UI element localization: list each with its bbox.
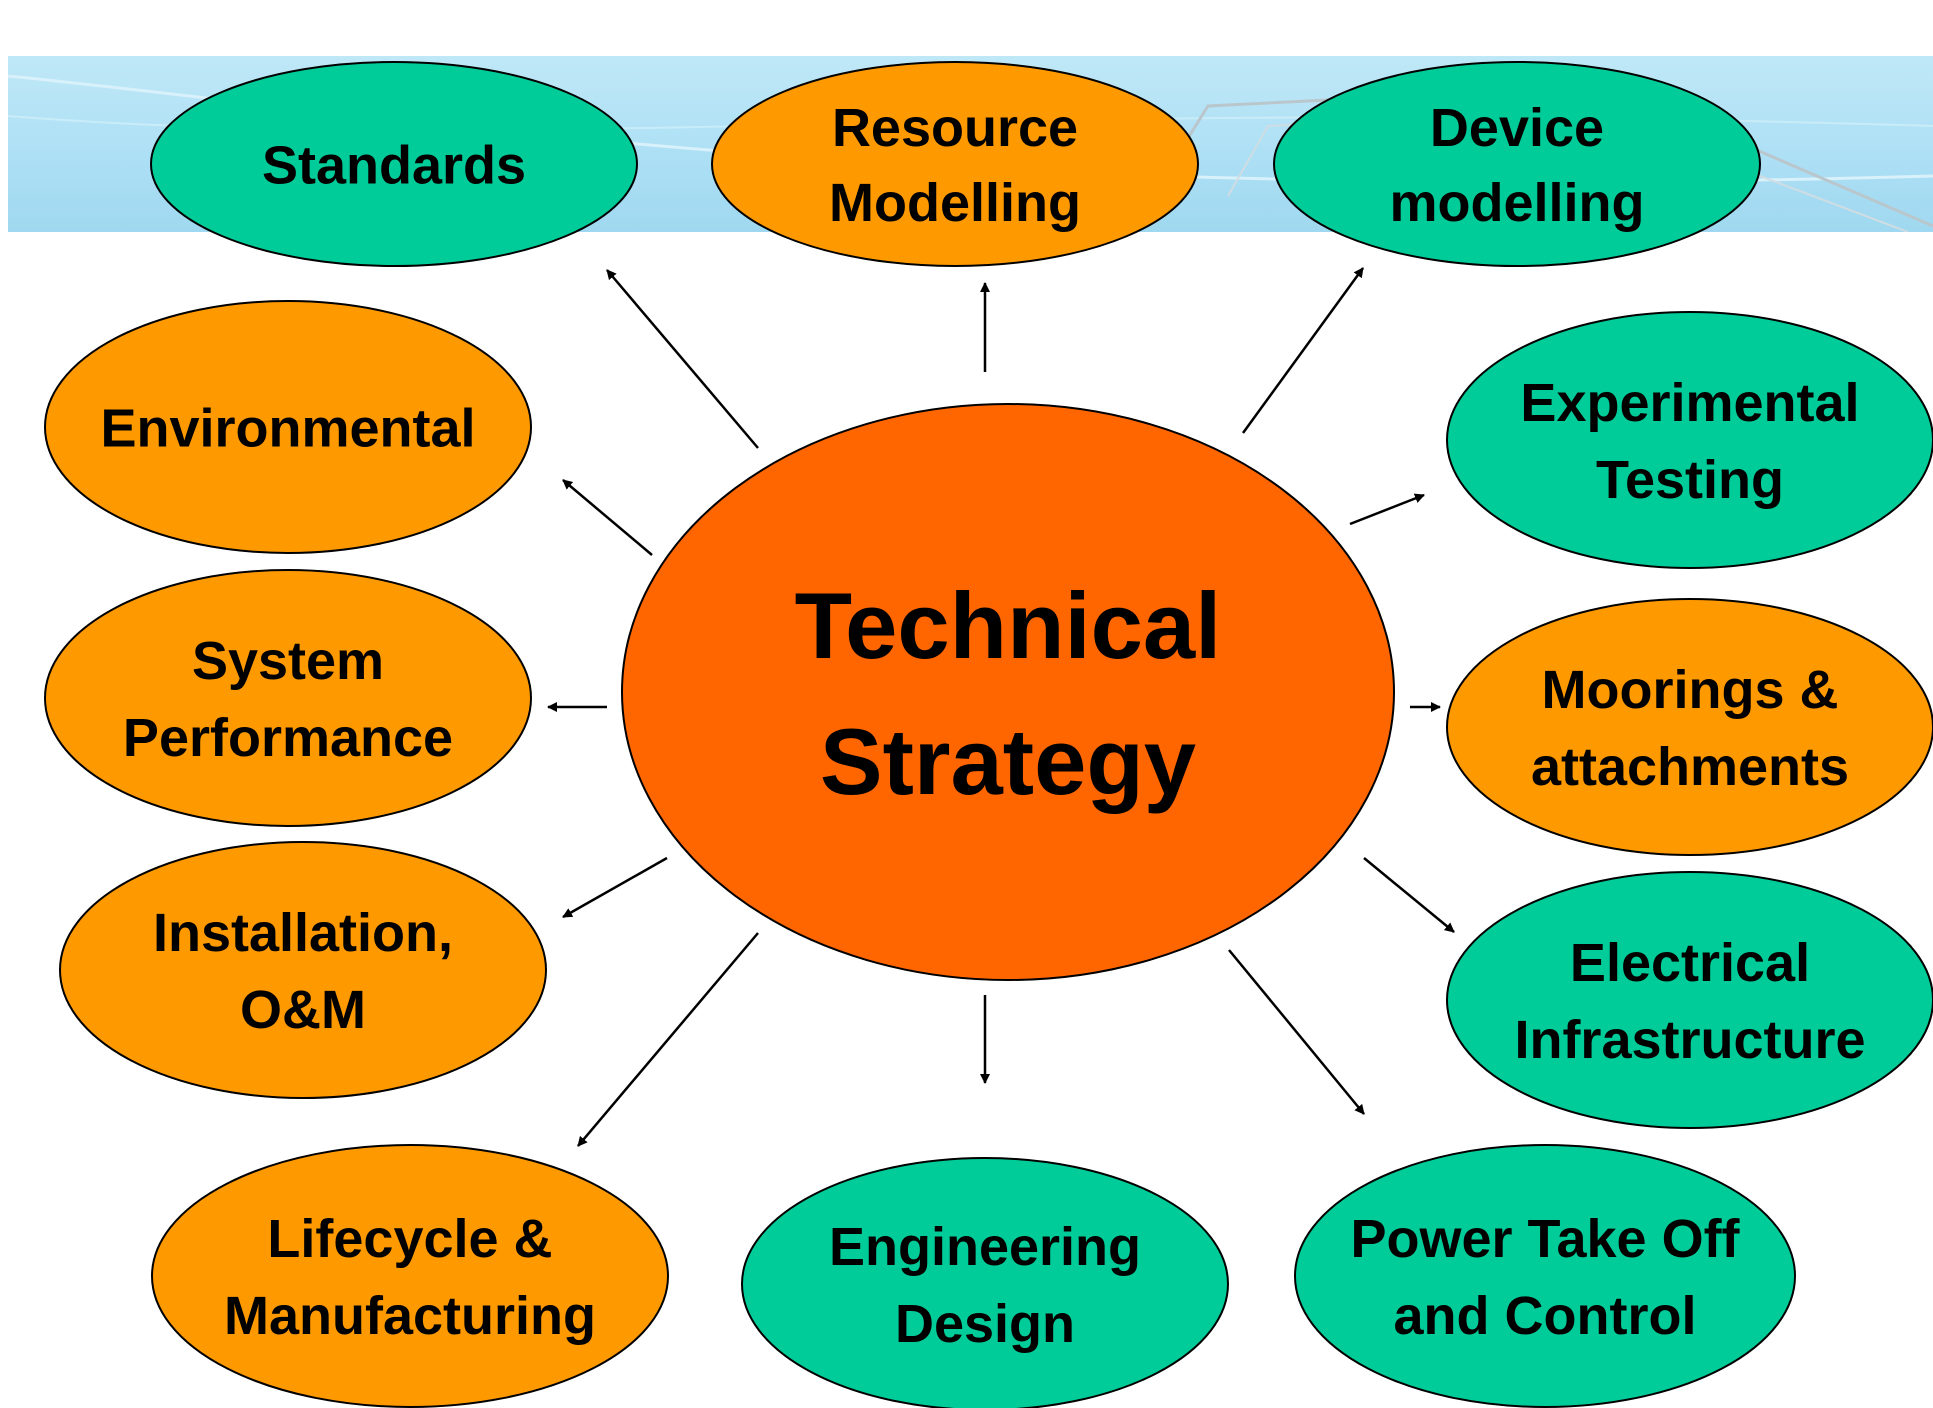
node-lifecycle-manufacturing: Lifecycle & Manufacturing <box>151 1144 669 1408</box>
arrow-to-experimental-testing <box>1349 493 1425 526</box>
arrow-to-power-take-off <box>1228 949 1365 1115</box>
center-node-group-ellipse <box>621 403 1395 981</box>
node-moorings-attachments: Moorings & attachments <box>1446 598 1933 856</box>
node-power-take-off-label-line-2: and Control <box>1394 1286 1697 1346</box>
node-experimental-testing-ellipse <box>1446 311 1933 569</box>
arrow-to-environmental <box>562 479 653 556</box>
node-environmental-ellipse <box>44 300 532 554</box>
node-system-performance-ellipse <box>44 569 532 827</box>
node-standards-ellipse <box>150 61 638 267</box>
node-installation-om-label-line-2: O&M <box>240 980 366 1040</box>
node-resource-modelling-label-line-1: Resource <box>832 98 1078 158</box>
node-resource-modelling-ellipse <box>711 61 1199 267</box>
node-engineering-design-ellipse <box>741 1157 1229 1408</box>
center-title-line-1: Technical <box>795 573 1222 678</box>
node-system-performance-label-line-1: System <box>192 631 384 691</box>
node-environmental-label-line-1: Environmental <box>100 398 475 458</box>
node-lifecycle-manufacturing-label-line-2: Manufacturing <box>224 1286 596 1346</box>
node-electrical-infrastructure-ellipse <box>1446 871 1933 1129</box>
node-standards-label-line-1: Standards <box>262 135 526 195</box>
node-moorings-attachments-label-line-2: attachments <box>1531 737 1849 797</box>
node-experimental-testing-label-line-2: Testing <box>1596 450 1784 510</box>
node-moorings-attachments-label-line-1: Moorings & <box>1542 660 1839 720</box>
node-power-take-off-ellipse <box>1294 1144 1796 1408</box>
node-experimental-testing-label-line-1: Experimental <box>1520 373 1859 433</box>
arrow-to-device-modelling <box>1241 267 1365 434</box>
node-resource-modelling-label-line-2: Modelling <box>829 173 1081 233</box>
node-environmental: Environmental <box>44 300 532 554</box>
node-electrical-infrastructure-label-line-1: Electrical <box>1570 933 1810 993</box>
node-power-take-off-label-line-1: Power Take Off <box>1350 1209 1740 1269</box>
node-device-modelling-label-line-2: modelling <box>1390 173 1645 233</box>
node-power-take-off: Power Take Off and Control <box>1294 1144 1796 1408</box>
node-installation-om-label-line-1: Installation, <box>153 903 453 963</box>
arrows-layer <box>547 267 1455 1147</box>
node-engineering-design-label-line-1: Engineering <box>829 1217 1141 1277</box>
node-moorings-attachments-ellipse <box>1446 598 1933 856</box>
node-electrical-infrastructure-label-line-2: Infrastructure <box>1514 1010 1865 1070</box>
node-lifecycle-manufacturing-ellipse <box>151 1144 669 1408</box>
node-device-modelling-label-line-1: Device <box>1430 98 1604 158</box>
arrow-to-standards <box>606 269 759 449</box>
node-engineering-design-label-line-2: Design <box>895 1294 1075 1354</box>
node-lifecycle-manufacturing-label-line-1: Lifecycle & <box>267 1209 552 1269</box>
node-standards: Standards <box>150 61 638 267</box>
arrow-to-installation-om <box>562 856 668 919</box>
node-device-modelling-ellipse <box>1273 61 1761 267</box>
node-device-modelling: Device modelling <box>1273 61 1761 267</box>
center-title-line-2: Strategy <box>820 709 1196 814</box>
arrow-to-lifecycle-manufacturing <box>577 932 759 1147</box>
node-system-performance-label-line-2: Performance <box>123 708 453 768</box>
node-installation-om-ellipse <box>59 841 547 1099</box>
node-installation-om: Installation, O&M <box>59 841 547 1099</box>
arrow-to-electrical-infrastructure <box>1363 857 1455 933</box>
